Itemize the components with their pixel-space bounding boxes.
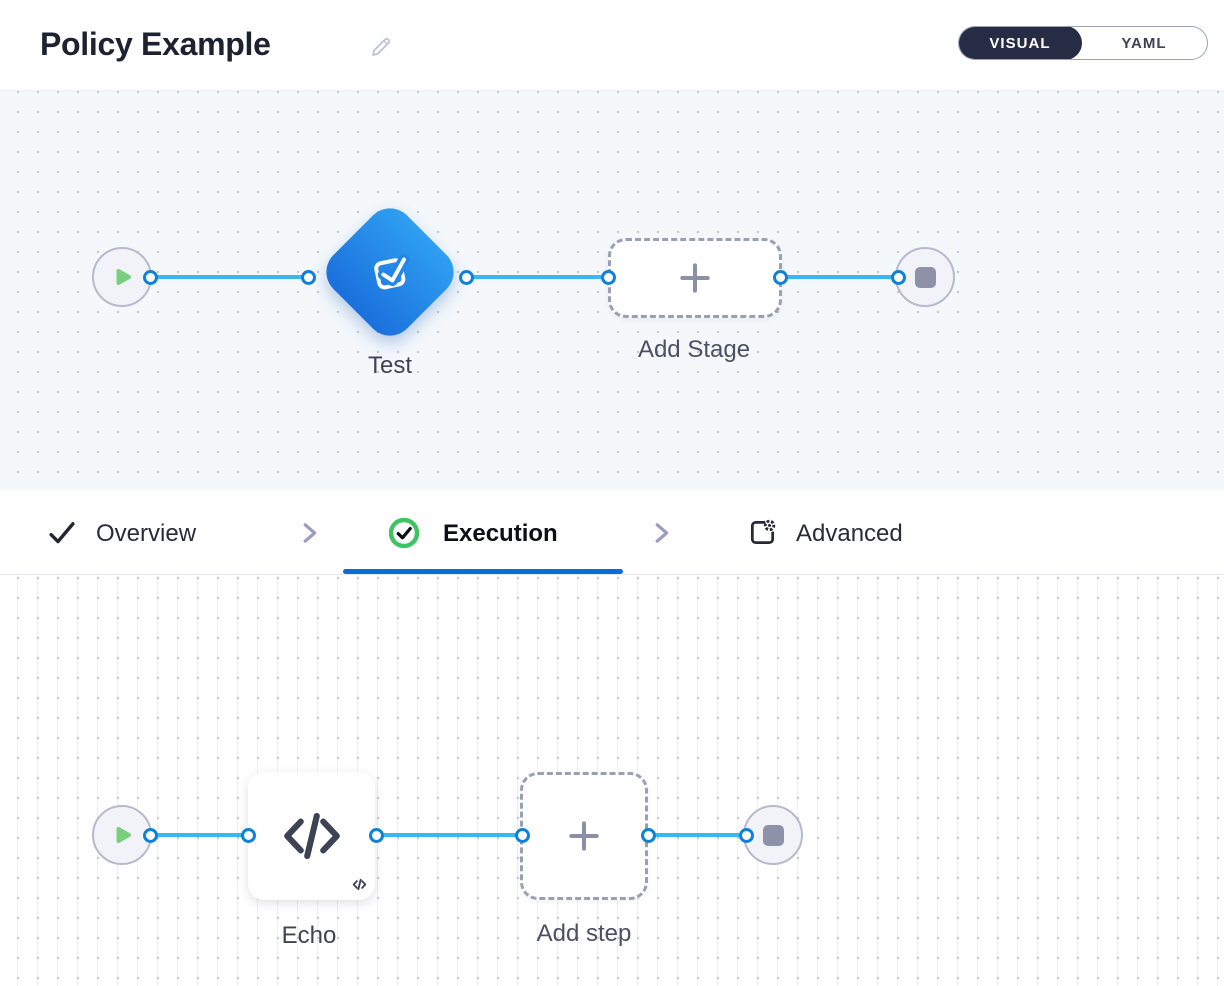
connector-port[interactable] — [600, 269, 616, 285]
connector-port[interactable] — [890, 269, 906, 285]
plus-icon — [680, 263, 710, 293]
approval-check-icon — [362, 244, 418, 300]
stage-tabbar: Overview Execution Advanced — [0, 490, 1224, 575]
connector-port[interactable] — [240, 827, 256, 843]
stop-icon — [914, 266, 936, 288]
header: Policy Example VISUAL YAML — [0, 0, 1224, 91]
view-mode-toggle: VISUAL YAML — [958, 26, 1208, 60]
connector — [152, 275, 308, 279]
add-stage-label: Add Stage — [637, 336, 751, 363]
plus-icon — [569, 821, 599, 851]
stage-node-test[interactable] — [316, 198, 464, 346]
connector-port[interactable] — [738, 827, 754, 843]
connector — [378, 833, 520, 837]
play-icon — [116, 269, 131, 285]
play-icon — [116, 827, 131, 843]
check-icon — [46, 517, 78, 554]
chevron-right-icon — [646, 518, 676, 553]
toggle-yaml[interactable]: YAML — [1121, 34, 1167, 52]
connector — [152, 833, 246, 837]
active-tab-underline — [343, 569, 623, 574]
connector-port[interactable] — [142, 269, 158, 285]
connector-port[interactable] — [142, 827, 158, 843]
connector-port[interactable] — [772, 269, 788, 285]
edit-pencil-icon[interactable] — [368, 34, 394, 60]
tab-overview[interactable]: Overview — [96, 520, 197, 547]
stage-start-node[interactable] — [92, 247, 152, 307]
add-step-button[interactable] — [520, 772, 648, 900]
stage-end-node[interactable] — [895, 247, 955, 307]
chevron-right-icon — [294, 518, 324, 553]
connector-port[interactable] — [300, 269, 316, 285]
page-title: Policy Example — [40, 26, 271, 62]
circle-check-icon — [387, 516, 421, 555]
add-stage-button[interactable] — [608, 238, 782, 318]
connector-port[interactable] — [458, 269, 474, 285]
connector-port[interactable] — [640, 827, 656, 843]
stage-canvas[interactable]: Test Add Stage — [0, 90, 1224, 490]
stage-node-label: Test — [367, 352, 412, 379]
step-node-echo[interactable] — [248, 772, 375, 900]
code-icon — [283, 812, 340, 860]
connector-port[interactable] — [514, 827, 530, 843]
connector — [468, 275, 608, 279]
script-badge-icon — [352, 877, 367, 892]
step-canvas[interactable]: Echo Add step — [0, 574, 1224, 986]
panel-gear-icon — [746, 516, 779, 554]
add-step-label: Add step — [536, 920, 632, 947]
tab-execution[interactable]: Execution — [443, 520, 558, 547]
toggle-visual[interactable]: VISUAL — [959, 27, 1082, 59]
connector — [650, 833, 744, 837]
stop-icon — [762, 824, 784, 846]
connector-port[interactable] — [368, 827, 384, 843]
connector — [782, 275, 896, 279]
tab-advanced[interactable]: Advanced — [796, 520, 903, 547]
step-node-label: Echo — [281, 922, 337, 949]
